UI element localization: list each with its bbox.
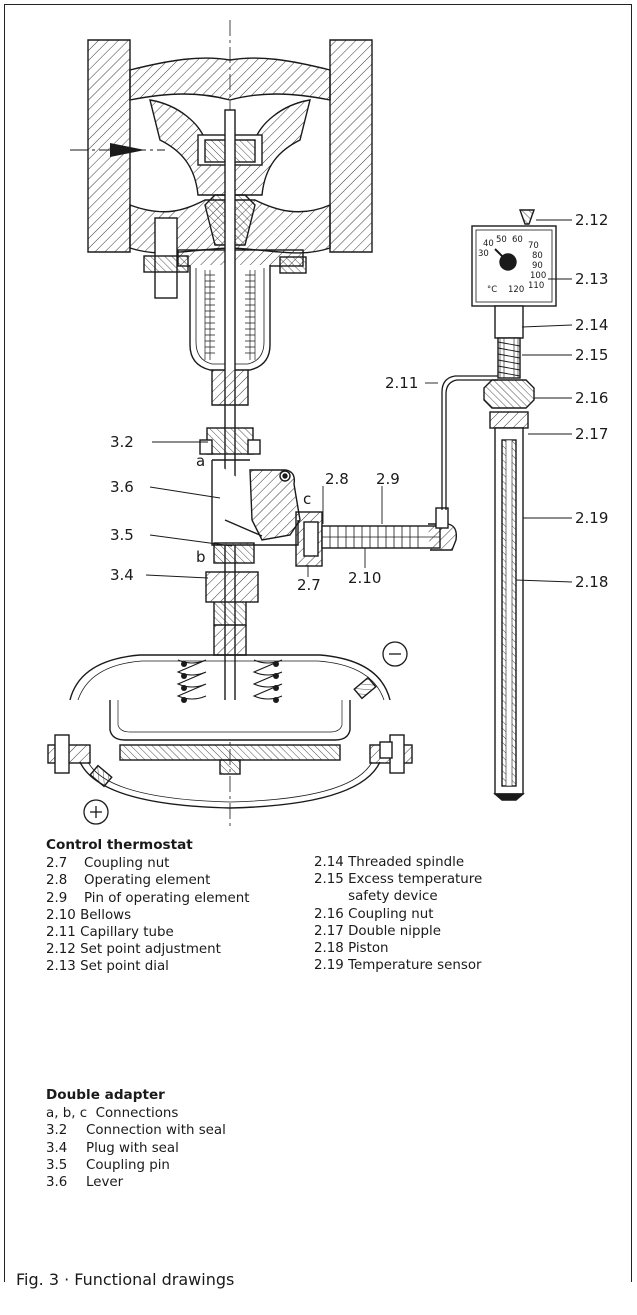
label-2-8: 2.8 bbox=[325, 470, 349, 488]
leader-lines bbox=[145, 219, 573, 583]
dial-unit: °C bbox=[487, 285, 497, 295]
pressure-symbols bbox=[83, 641, 408, 825]
label-2-11: 2.11 bbox=[385, 374, 418, 392]
dial-tick: 40 bbox=[483, 239, 494, 249]
functional-drawing: 40 50 60 70 30 80 90 100 110 120 °C 2.12… bbox=[47, 20, 608, 830]
dial-tick: 70 bbox=[528, 241, 539, 251]
dial-tick: 80 bbox=[532, 251, 543, 261]
label-3-2: 3.2 bbox=[110, 433, 134, 451]
dial-tick: 50 bbox=[496, 235, 507, 245]
label-3-4: 3.4 bbox=[110, 566, 134, 584]
label-c: c bbox=[303, 490, 311, 508]
label-2-18: 2.18 bbox=[575, 573, 608, 591]
legend-control-thermostat-cont: 2.14 Threaded spindle 2.15 Excess temper… bbox=[314, 854, 614, 974]
page-frame bbox=[4, 4, 632, 1282]
double-adapter bbox=[205, 459, 301, 626]
label-2-19: 2.19 bbox=[575, 509, 608, 527]
legend-item: 2.16 Coupling nut bbox=[314, 906, 434, 922]
dial-tick: 90 bbox=[532, 261, 543, 271]
legend-item: 2.19 Temperature sensor bbox=[314, 958, 482, 974]
label-3-5: 3.5 bbox=[110, 526, 134, 544]
label-3-6: 3.6 bbox=[110, 478, 134, 496]
dial-tick: 30 bbox=[478, 249, 489, 259]
legend-item: a, b, c Connections bbox=[46, 1106, 179, 1122]
legend-item: 2.17 Double nipple bbox=[314, 923, 441, 939]
label-2-9: 2.9 bbox=[376, 470, 400, 488]
label-2-7: 2.7 bbox=[297, 576, 321, 594]
diaphragm-actuator bbox=[47, 625, 413, 809]
label-b: b bbox=[196, 548, 206, 566]
legend-item: 2.18 Piston bbox=[314, 941, 389, 957]
legend-heading: Double adapter bbox=[46, 1087, 165, 1103]
legend-item: 2.15 Excess temperature safety device bbox=[314, 872, 483, 905]
label-2-13: 2.13 bbox=[575, 270, 608, 288]
dial-tick: 120 bbox=[508, 285, 524, 295]
legend-item: 2.10 Bellows bbox=[46, 907, 132, 923]
label-2-14: 2.14 bbox=[575, 316, 608, 334]
legend-item: 2.12 Set point adjustment bbox=[46, 942, 221, 958]
operating-element-horizontal bbox=[295, 507, 458, 567]
legend-item: 2.11 Capillary tube bbox=[46, 925, 174, 941]
dial-tick: 60 bbox=[512, 235, 523, 245]
label-a: a bbox=[196, 452, 205, 470]
label-2-17: 2.17 bbox=[575, 425, 608, 443]
figure-caption: Fig. 3 · Functional drawings bbox=[12, 1270, 239, 1289]
dial-tick: 100 bbox=[530, 271, 546, 281]
legend-item: 2.14 Threaded spindle bbox=[314, 855, 465, 870]
label-2-10: 2.10 bbox=[348, 569, 381, 587]
capillary-tube bbox=[441, 375, 498, 510]
legend-item: 2.13 Set point dial bbox=[46, 959, 169, 975]
set-point-unit bbox=[471, 209, 557, 801]
label-2-12: 2.12 bbox=[575, 211, 608, 229]
dial-tick: 110 bbox=[528, 281, 544, 291]
legend-heading: Control thermostat bbox=[46, 837, 193, 853]
label-2-15: 2.15 bbox=[575, 346, 608, 364]
dial-scale: 40 50 60 70 30 80 90 100 110 120 °C bbox=[478, 235, 546, 295]
label-2-16: 2.16 bbox=[575, 389, 608, 407]
part-labels: 2.12 2.13 2.14 2.15 2.11 2.16 2.17 3.2 a… bbox=[110, 211, 608, 594]
